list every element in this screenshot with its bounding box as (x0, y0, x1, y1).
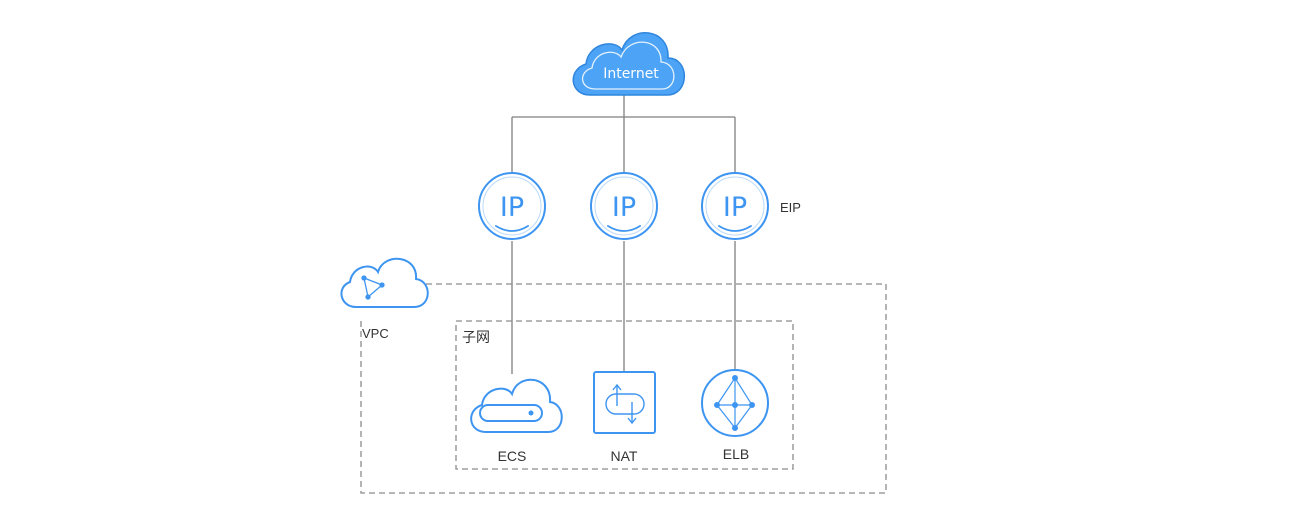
ip-label: IP (723, 192, 747, 223)
nat-node (593, 371, 656, 434)
ecs-label: ECS (498, 448, 527, 464)
vpc-label: VPC (362, 326, 389, 341)
ip-node-circle (701, 172, 769, 240)
ecs-server-bar (479, 404, 543, 422)
internet-cloud-highlight (581, 41, 675, 90)
eip-node-2: IP (590, 172, 658, 240)
nat-label: NAT (611, 448, 638, 464)
nat-arrows-icon (605, 383, 645, 425)
nat-gateway-icon (593, 371, 656, 434)
internet-cloud: Internet (572, 32, 686, 96)
vpc-boundary (360, 283, 887, 494)
ip-node-circle (590, 172, 658, 240)
internet-label: Internet (603, 66, 659, 82)
subnet-boundary (455, 320, 794, 470)
ip-smile-arc (495, 225, 529, 232)
eip-node-3: IP (701, 172, 769, 240)
eip-node-1: IP (478, 172, 546, 240)
elb-tree-glyph (713, 375, 755, 432)
ecs-node (470, 378, 563, 433)
vpc-cloud-icon (340, 257, 429, 308)
ip-smile-arc (718, 225, 752, 232)
ip-label: IP (612, 192, 636, 223)
ip-node-inner-ring (482, 176, 542, 236)
ip-node-circle (478, 172, 546, 240)
subnet-label: 子网 (462, 329, 490, 345)
connector-lines (511, 95, 736, 374)
ip-smile-arc (607, 225, 641, 232)
ip-node-inner-ring (705, 176, 765, 236)
ip-label: IP (500, 192, 524, 223)
ip-node-inner-ring (594, 176, 654, 236)
elb-label: ELB (723, 446, 749, 462)
elb-node (701, 369, 769, 437)
vpc-cloud (340, 257, 429, 308)
eip-label: EIP (780, 200, 801, 215)
ecs-server-led (528, 410, 534, 416)
vpc-node-glyph (361, 275, 385, 300)
